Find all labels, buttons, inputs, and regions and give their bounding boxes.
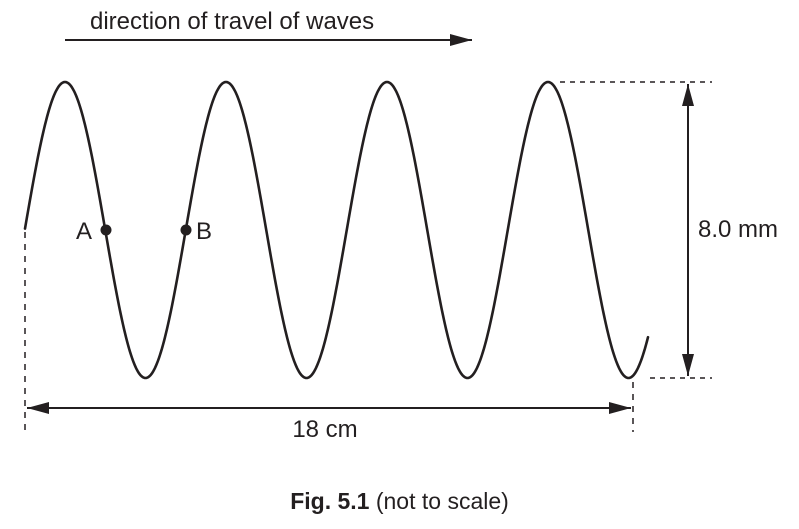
- direction-label: direction of travel of waves: [90, 8, 374, 35]
- caption-note: (not to scale): [369, 488, 509, 514]
- point-a-label: A: [76, 218, 92, 245]
- amplitude-label: 8.0 mm: [698, 216, 778, 243]
- figure-caption: Fig. 5.1 (not to scale): [0, 488, 799, 515]
- wave-curve: [23, 80, 650, 380]
- length-label: 18 cm: [292, 416, 357, 443]
- point-b-dot: [180, 224, 192, 236]
- point-b-label: B: [196, 218, 212, 245]
- point-a-dot: [100, 224, 112, 236]
- caption-figure-number: Fig. 5.1: [290, 488, 370, 514]
